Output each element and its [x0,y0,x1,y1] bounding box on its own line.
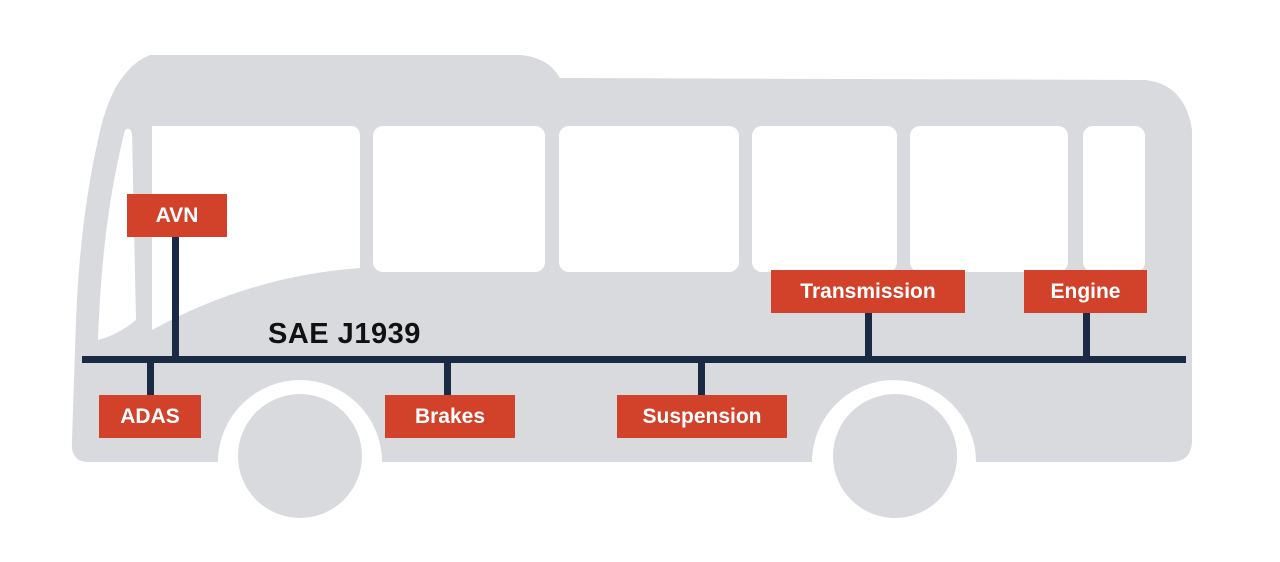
node-avn-label: AVN [155,203,199,227]
rear-wheel [833,394,957,518]
node-suspension-label: Suspension [642,404,762,428]
window-4 [910,126,1068,272]
node-avn: AVN [127,194,227,237]
node-transmission: Transmission [771,270,965,313]
avn-drop-line [172,236,179,358]
can-bus-line [82,356,1186,363]
front-wheel [238,394,362,518]
window-2 [559,126,739,272]
transmission-drop-line [865,312,872,358]
window-1 [373,126,545,272]
door-window [152,126,360,330]
bus-label: SAE J1939 [268,318,421,350]
suspension-drop-line [698,361,705,397]
node-adas: ADAS [99,395,201,438]
node-engine: Engine [1024,270,1147,313]
window-3 [752,126,897,272]
node-adas-label: ADAS [120,404,180,428]
node-engine-label: Engine [1050,279,1121,303]
node-brakes: Brakes [385,395,515,438]
window-5 [1083,126,1145,272]
engine-drop-line [1083,312,1090,358]
brakes-drop-line [444,361,451,397]
node-brakes-label: Brakes [414,404,486,428]
adas-drop-line [147,361,154,397]
node-transmission-label: Transmission [800,279,936,303]
windshield [98,128,136,340]
node-suspension: Suspension [617,395,787,438]
